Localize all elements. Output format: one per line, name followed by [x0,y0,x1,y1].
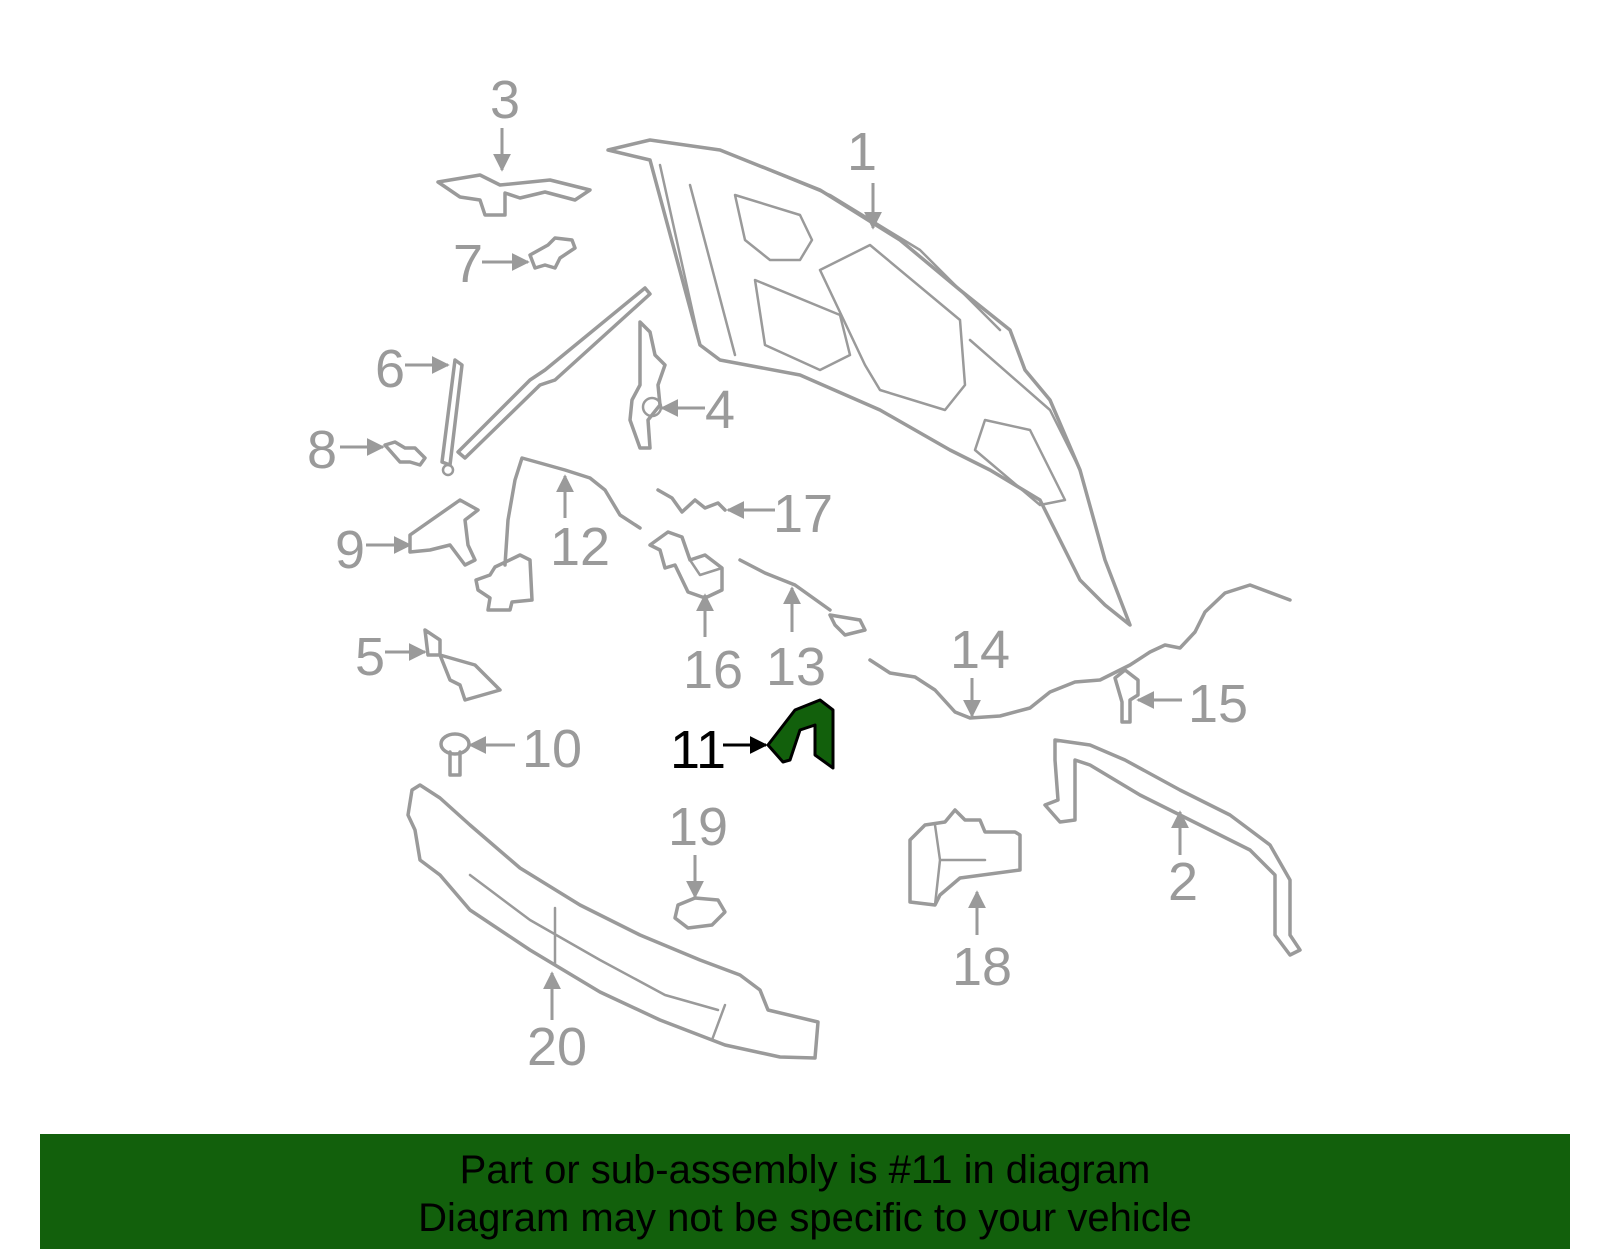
part-20-absorber[interactable] [406,783,820,1060]
part-14-cable[interactable] [868,583,1292,720]
label-8: 8 [307,420,385,480]
part-18-cover[interactable] [908,808,1022,907]
label-11-text: 11 [670,720,726,780]
label-19: 19 [668,797,728,899]
label-18-text: 18 [952,937,1012,997]
label-8-text: 8 [307,420,337,480]
label-16: 16 [683,593,743,700]
part-10-push-pin[interactable] [439,732,471,777]
label-5-text: 5 [355,627,385,687]
label-11: 11 [670,720,768,780]
label-20-text: 20 [527,1017,587,1077]
part-4-hinge[interactable] [628,320,667,450]
label-19-text: 19 [668,797,728,857]
label-13-text: 13 [766,637,826,697]
label-10-text: 10 [522,719,582,779]
part-13-release-cable[interactable] [738,558,867,637]
label-13: 13 [766,586,826,697]
label-6-text: 6 [375,339,405,399]
part-7-clip[interactable] [528,236,577,270]
part-15-bumper[interactable] [1113,668,1140,724]
label-12: 12 [550,474,610,577]
label-14-text: 14 [950,620,1010,680]
part-2-seal[interactable] [1043,738,1302,957]
label-3: 3 [490,70,520,172]
label-18: 18 [952,890,1012,997]
label-1: 1 [847,122,882,230]
label-16-text: 16 [683,640,743,700]
label-2: 2 [1168,810,1198,912]
label-12-text: 12 [550,517,610,577]
label-4: 4 [660,380,735,440]
label-7-text: 7 [453,234,483,294]
part-19-bumper[interactable] [673,896,727,930]
part-11-highlighted[interactable] [766,698,835,770]
label-4-text: 4 [705,380,735,440]
info-banner: Part or sub-assembly is #11 in diagram D… [40,1134,1570,1249]
label-6: 6 [375,339,450,399]
label-17: 17 [726,484,833,544]
part-9-bracket[interactable] [408,498,480,567]
part-5-bracket[interactable] [423,628,502,702]
label-15: 15 [1136,674,1248,734]
label-7: 7 [453,234,530,294]
label-10: 10 [468,719,582,779]
part-17-rod[interactable] [656,488,727,514]
label-9-text: 9 [335,520,365,580]
part-6-strut[interactable] [440,286,652,477]
label-14: 14 [950,620,1010,718]
label-20: 20 [527,971,587,1077]
label-9: 9 [335,520,412,580]
label-5: 5 [355,627,427,687]
part-16-latch[interactable] [648,530,724,600]
banner-line-1: Part or sub-assembly is #11 in diagram [459,1148,1151,1192]
part-8-clip[interactable] [383,440,427,467]
label-3-text: 3 [490,70,520,130]
label-17-text: 17 [773,484,833,544]
banner-line-2: Diagram may not be specific to your vehi… [418,1196,1192,1240]
part-12-cable[interactable] [474,456,642,612]
label-15-text: 15 [1188,674,1248,734]
label-2-text: 2 [1168,852,1198,912]
part-3-bracket[interactable] [436,173,592,217]
label-1-text: 1 [847,122,877,182]
